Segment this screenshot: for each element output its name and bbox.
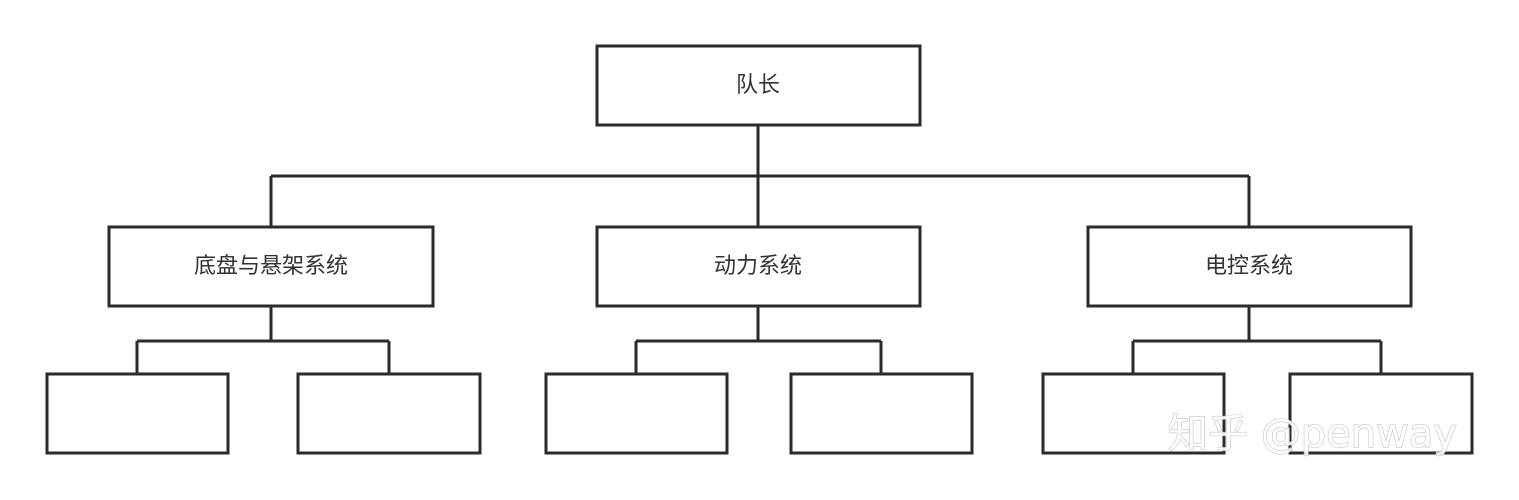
node-chassis-suspension: 底盘与悬架系统	[107, 225, 435, 308]
node-electronic-control: 电控系统	[1086, 225, 1413, 308]
node-electronic-control-box	[1086, 225, 1413, 308]
edges-electronics	[1131, 306, 1383, 374]
node-captain: 队长	[595, 44, 922, 127]
edges-chassis	[135, 306, 391, 374]
node-electronics-sub-2-box	[1288, 372, 1474, 455]
node-chassis-sub-1	[45, 372, 230, 455]
node-chassis-suspension-box	[107, 225, 435, 308]
node-captain-box	[595, 44, 922, 127]
node-power-system: 动力系统	[595, 225, 922, 308]
node-chassis-sub-2	[296, 372, 482, 455]
node-chassis-suspension-label: 底盘与悬架系统	[194, 254, 348, 279]
node-power-sub-1-box	[544, 372, 729, 455]
node-chassis-sub-1-box	[45, 372, 230, 455]
watermark-text: 知乎 @penway	[1168, 411, 1457, 457]
node-electronics-sub-1-box	[1041, 372, 1226, 455]
node-power-sub-2-box	[789, 372, 974, 455]
node-electronic-control-label: 电控系统	[1205, 254, 1293, 279]
node-power-system-box	[595, 225, 922, 308]
node-power-sub-2	[789, 372, 974, 455]
node-captain-label: 队长	[736, 73, 780, 98]
node-electronics-sub-1	[1041, 372, 1226, 455]
node-power-sub-1	[544, 372, 729, 455]
node-chassis-sub-2-box	[296, 372, 482, 455]
node-electronics-sub-2	[1288, 372, 1474, 455]
edges-root	[269, 125, 1251, 227]
node-power-system-label: 动力系统	[714, 254, 802, 279]
edges-power	[634, 306, 883, 374]
